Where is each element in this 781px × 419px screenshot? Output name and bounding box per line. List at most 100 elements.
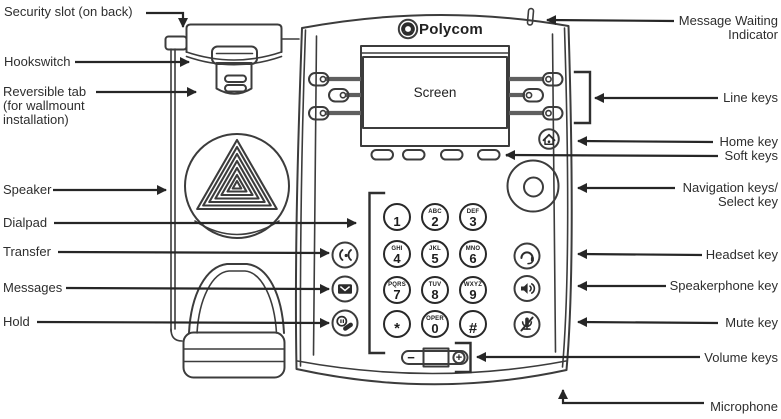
arrow-home-key [577, 136, 714, 147]
phone-body-outline [294, 13, 573, 386]
key-digit: 9 [469, 286, 477, 302]
hold-key [331, 309, 359, 337]
dialpad-key-1: 1 [383, 203, 411, 231]
label-microphone: Microphone [710, 399, 778, 414]
home-icon [542, 133, 556, 146]
speaker-grille [184, 133, 290, 239]
key-digit: 4 [393, 250, 401, 266]
label-security-slot: Security slot (on back) [4, 4, 133, 19]
arrow-microphone [558, 389, 704, 405]
arrow-soft-keys [505, 150, 719, 161]
headset-icon [520, 251, 534, 265]
screen [362, 56, 508, 129]
label-message-waiting: Message Waiting Indicator [678, 13, 778, 42]
key-digit: 3 [469, 213, 477, 229]
label-home-key: Home key [719, 134, 778, 149]
navigation-wheel [506, 159, 560, 213]
arrow-messages [65, 283, 330, 294]
arrow-hold [36, 317, 330, 328]
label-headset-key: Headset key [705, 247, 778, 262]
volume-rocker [401, 347, 469, 368]
label-volume-keys: Volume keys [704, 350, 778, 365]
callout-arrows [36, 11, 719, 405]
reversible-tab-part [215, 62, 253, 95]
handset [182, 263, 286, 379]
polycom-logo-icon [397, 18, 419, 40]
label-navigation-keys: Navigation keys/ Select key [682, 180, 778, 209]
key-digit: 6 [469, 250, 477, 266]
label-hold: Hold [3, 314, 30, 329]
mute-icon [520, 316, 534, 332]
messages-key [331, 275, 359, 303]
volume-minus: − [407, 350, 415, 365]
label-mute-key: Mute key [725, 315, 778, 330]
key-digit: 7 [393, 286, 401, 302]
transfer-icon [339, 249, 352, 261]
dialpad-key-pound: # [459, 310, 487, 338]
speakerphone-icon [521, 283, 536, 294]
messages-icon [338, 284, 352, 294]
key-digit: 1 [393, 213, 401, 229]
select-key [523, 176, 544, 198]
line-keys [308, 72, 564, 121]
polycom-brand-text: Polycom [419, 21, 483, 38]
line-keys-bracket [573, 70, 592, 125]
key-letters: OPER [426, 315, 444, 322]
key-letters: MNO [465, 245, 481, 252]
message-waiting-indicator [526, 7, 535, 26]
key-digit: * [394, 319, 400, 337]
hookswitch-hook [211, 45, 258, 65]
arrow-transfer [57, 247, 330, 258]
label-hookswitch: Hookswitch [4, 54, 71, 69]
label-reversible-tab: Reversible tab (for wallmount installati… [3, 84, 87, 127]
key-digit: 5 [431, 250, 439, 266]
arrow-security-slot [146, 11, 188, 28]
arrow-message-waiting [546, 15, 675, 26]
key-letters: PQRS [388, 281, 406, 288]
label-line-keys: Line keys [723, 90, 778, 105]
key-digit: # [468, 319, 478, 337]
volume-bracket [454, 341, 472, 374]
key-letters: GHI [391, 245, 403, 252]
soft-keys [370, 149, 501, 161]
key-letters: WXYZ [463, 281, 483, 288]
transfer-key [331, 241, 359, 269]
headset-key-button [513, 242, 541, 270]
volume-plus: + [455, 351, 463, 364]
screen-text: Screen [413, 85, 457, 100]
cradle-top [185, 23, 283, 53]
arrow-mute [577, 317, 719, 328]
mute-key-button [513, 311, 541, 338]
label-speakerphone-key: Speakerphone key [669, 278, 778, 293]
key-digit: 0 [431, 320, 439, 336]
key-letters: DEF [466, 208, 480, 215]
key-letters: ABC [428, 208, 442, 215]
arrow-headset [577, 249, 703, 260]
handset-cradle-assembly [164, 23, 300, 379]
dialpad-bracket [368, 191, 386, 355]
speakerphone-key-button [513, 275, 541, 302]
key-digit: 2 [431, 213, 439, 229]
security-tab [164, 35, 188, 51]
label-soft-keys: Soft keys [724, 148, 778, 163]
dialpad-key-star: * [383, 310, 411, 338]
key-digit: 8 [431, 286, 439, 302]
label-speaker: Speaker [3, 182, 52, 197]
label-transfer: Transfer [3, 244, 51, 259]
label-messages: Messages [3, 280, 63, 295]
home-key-button [538, 128, 560, 150]
key-letters: JKL [429, 245, 441, 252]
label-dialpad: Dialpad [3, 215, 48, 230]
hold-icon [336, 315, 353, 331]
